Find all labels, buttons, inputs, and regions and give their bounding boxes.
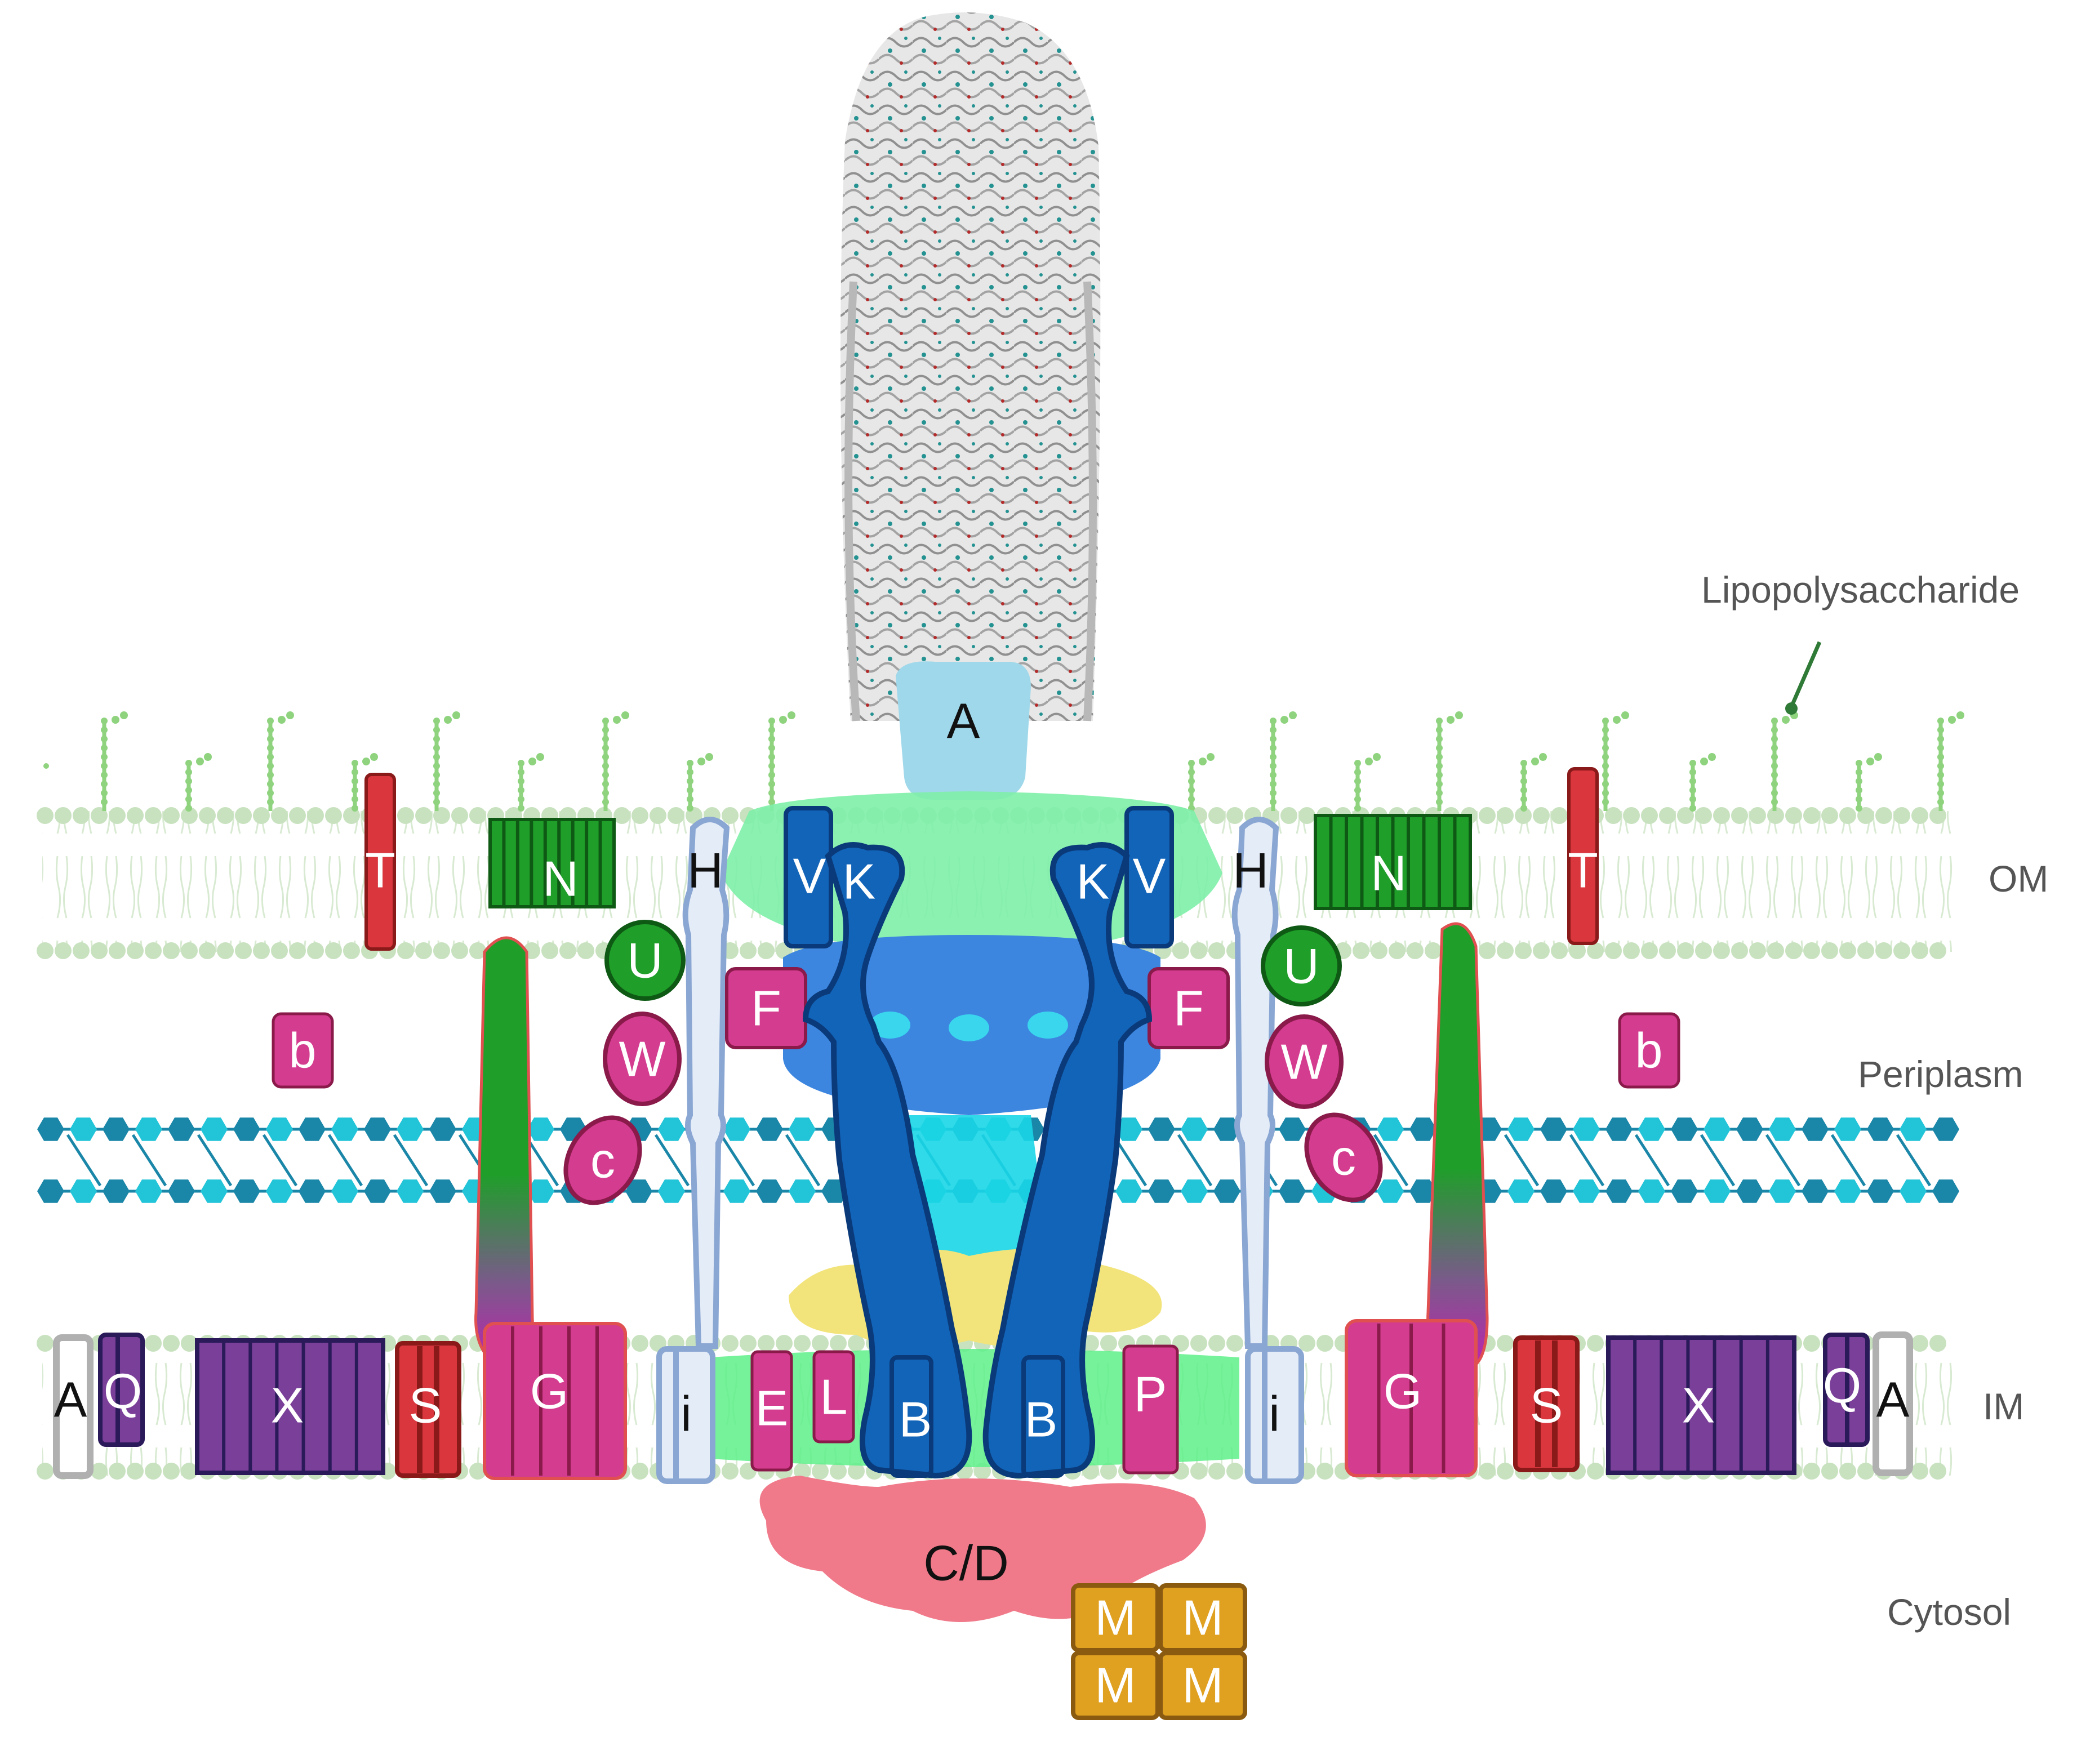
pilus-fiber <box>840 12 1101 721</box>
component-g-stalk-right <box>1426 922 1489 1371</box>
component-f-right: F <box>1148 967 1230 1049</box>
component-t-right: T <box>1567 767 1599 945</box>
svg-text:V: V <box>1133 848 1166 904</box>
ring-pore <box>1028 1012 1068 1039</box>
svg-text:W: W <box>1280 1034 1327 1090</box>
label-lipopolysaccharide: Lipopolysaccharide <box>1701 569 2020 611</box>
svg-text:K: K <box>1077 854 1110 910</box>
component-a-right: A <box>1873 1331 1913 1476</box>
svg-text:X: X <box>1682 1378 1715 1433</box>
label-cytosol: Cytosol <box>1887 1591 2011 1633</box>
svg-text:X: X <box>271 1378 304 1433</box>
svg-text:W: W <box>619 1031 665 1087</box>
svg-text:B: B <box>1025 1392 1058 1447</box>
component-k-b-left: K B <box>802 842 972 1479</box>
svg-text:S: S <box>409 1378 442 1433</box>
component-e: E <box>750 1350 793 1472</box>
component-f-left: F <box>725 967 807 1049</box>
component-b-small-right: b <box>1618 1012 1680 1089</box>
svg-text:Q: Q <box>1823 1358 1861 1414</box>
svg-text:i: i <box>681 1386 692 1442</box>
component-t-left: T <box>364 773 396 951</box>
svg-text:F: F <box>1173 981 1204 1036</box>
component-i-left: i <box>656 1346 715 1484</box>
component-s-left: S <box>395 1341 461 1478</box>
svg-text:B: B <box>899 1392 932 1447</box>
component-a-left: A <box>53 1334 94 1479</box>
component-l: L <box>812 1350 855 1444</box>
component-h-left: H <box>682 817 730 1349</box>
component-v-right: V <box>1124 806 1174 948</box>
svg-text:M: M <box>1095 1590 1136 1646</box>
svg-text:c: c <box>590 1133 615 1188</box>
component-u-right: U <box>1261 925 1342 1006</box>
component-s-right: S <box>1513 1335 1580 1472</box>
svg-text:N: N <box>1371 845 1407 901</box>
component-m-cluster: M M M M <box>1071 1583 1247 1720</box>
svg-text:H: H <box>687 843 723 898</box>
component-g-right: G <box>1345 1319 1478 1477</box>
svg-text:E: E <box>755 1380 789 1436</box>
svg-text:G: G <box>1384 1364 1422 1419</box>
component-i-right: i <box>1245 1346 1304 1484</box>
svg-text:K: K <box>843 854 876 910</box>
component-cd-label: C/D <box>923 1535 1009 1591</box>
component-g-stalk-left <box>474 936 534 1370</box>
component-q-right: Q <box>1823 1333 1870 1447</box>
svg-text:b: b <box>1635 1023 1663 1079</box>
pilus-base-cap <box>896 661 1031 800</box>
component-w-left: W <box>603 1012 682 1106</box>
component-n-right: N <box>1314 814 1472 910</box>
label-om: OM <box>1989 858 2048 899</box>
svg-text:T: T <box>365 843 395 898</box>
svg-text:L: L <box>820 1369 848 1425</box>
svg-text:T: T <box>1568 843 1598 898</box>
lps-pointer-line <box>1789 641 1822 708</box>
svg-text:i: i <box>1269 1386 1280 1442</box>
component-u-left: U <box>604 920 686 1001</box>
svg-text:b: b <box>289 1023 317 1079</box>
svg-text:Q: Q <box>104 1364 142 1419</box>
component-b-small-left: b <box>272 1012 334 1089</box>
label-periplasm: Periplasm <box>1858 1053 2023 1095</box>
svg-text:N: N <box>542 851 579 907</box>
svg-text:U: U <box>1283 938 1319 994</box>
component-v-left: V <box>784 806 833 948</box>
svg-text:A: A <box>1876 1372 1910 1428</box>
lps-pointer-dot <box>1785 702 1798 715</box>
svg-text:F: F <box>751 981 781 1036</box>
svg-text:A: A <box>54 1372 87 1428</box>
svg-text:H: H <box>1233 843 1269 898</box>
ring-pore <box>949 1014 989 1041</box>
component-q-left: Q <box>98 1333 145 1447</box>
ring-pore <box>870 1012 910 1039</box>
component-g-left: G <box>483 1322 627 1480</box>
label-im: IM <box>1983 1386 2024 1427</box>
component-p: P <box>1122 1344 1179 1475</box>
svg-text:c: c <box>1331 1130 1356 1186</box>
component-x-right: X <box>1606 1335 1796 1475</box>
svg-text:M: M <box>1182 1658 1223 1713</box>
svg-text:U: U <box>627 933 663 988</box>
component-a-pilus-label: A <box>947 693 980 749</box>
svg-text:V: V <box>793 848 826 904</box>
svg-text:P: P <box>1134 1366 1167 1422</box>
svg-text:S: S <box>1530 1378 1563 1433</box>
svg-text:M: M <box>1095 1658 1136 1713</box>
component-c-right: c <box>1304 1112 1383 1202</box>
component-x-left: X <box>195 1338 385 1475</box>
lipopolysaccharide-layer <box>43 711 1964 812</box>
component-n-left: N <box>488 818 616 908</box>
component-w-right: W <box>1265 1014 1344 1109</box>
svg-text:M: M <box>1182 1590 1223 1646</box>
component-k-b-right: K B <box>982 842 1153 1479</box>
yellow-platform <box>789 1249 1162 1348</box>
svg-text:G: G <box>530 1364 568 1419</box>
component-c-left: c <box>563 1115 642 1205</box>
